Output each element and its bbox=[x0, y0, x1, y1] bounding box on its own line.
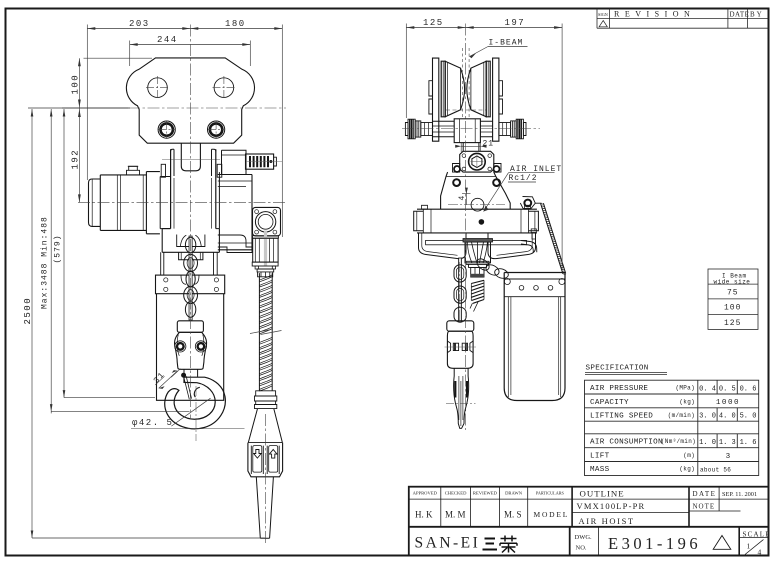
svg-text:1000: 1000 bbox=[716, 399, 740, 407]
svg-text:4: 4 bbox=[758, 548, 762, 557]
svg-text:M. S: M. S bbox=[504, 510, 522, 520]
svg-text:BY: BY bbox=[750, 10, 764, 18]
svg-text:DRAWN: DRAWN bbox=[505, 491, 523, 496]
svg-text:AIR PRESSURE: AIR PRESSURE bbox=[590, 385, 648, 393]
svg-text:203: 203 bbox=[129, 19, 150, 29]
svg-text:100: 100 bbox=[724, 304, 741, 313]
svg-text:244: 244 bbox=[157, 35, 178, 45]
svg-text:MASS: MASS bbox=[590, 466, 610, 474]
svg-text:AIR INLET: AIR INLET bbox=[510, 165, 562, 174]
svg-text:PARTICULARS: PARTICULARS bbox=[536, 491, 565, 496]
svg-text:3. 0: 3. 0 bbox=[699, 413, 716, 421]
svg-text:DATE: DATE bbox=[693, 490, 717, 498]
svg-text:DATE: DATE bbox=[730, 10, 750, 18]
svg-text:CHECKED: CHECKED bbox=[445, 491, 467, 496]
svg-text:wide size: wide size bbox=[714, 278, 751, 285]
svg-text:3: 3 bbox=[726, 453, 731, 461]
svg-text:about 56: about 56 bbox=[700, 467, 731, 474]
svg-text:AIR HOIST: AIR HOIST bbox=[579, 516, 635, 526]
svg-text:1. 6: 1. 6 bbox=[740, 439, 757, 447]
svg-text:H. K: H. K bbox=[415, 510, 433, 520]
svg-text:0. 6: 0. 6 bbox=[740, 385, 757, 393]
svg-text:SEP. 11. 2001: SEP. 11. 2001 bbox=[722, 491, 757, 498]
svg-text:MODEL: MODEL bbox=[534, 510, 570, 519]
svg-text:125: 125 bbox=[423, 18, 444, 28]
svg-text:AIR CONSUMPTION: AIR CONSUMPTION bbox=[590, 439, 663, 447]
svg-text:0. 4: 0. 4 bbox=[699, 385, 716, 393]
svg-text:APPROVED: APPROVED bbox=[413, 491, 438, 496]
svg-text:VMX100LP-PR: VMX100LP-PR bbox=[577, 501, 646, 511]
svg-text:(kg): (kg) bbox=[679, 466, 695, 473]
svg-text:OUTLINE: OUTLINE bbox=[580, 489, 625, 499]
svg-text:φ42. 5: φ42. 5 bbox=[132, 418, 173, 428]
svg-text:125: 125 bbox=[724, 319, 741, 328]
svg-text:M. M: M. M bbox=[445, 510, 466, 520]
svg-text:1. 0: 1. 0 bbox=[699, 439, 716, 447]
svg-text:(kg): (kg) bbox=[679, 398, 695, 405]
svg-text:(m): (m) bbox=[683, 452, 695, 459]
svg-text:NOTE: NOTE bbox=[693, 502, 716, 510]
svg-text:(MPa): (MPa) bbox=[675, 385, 695, 392]
svg-text:75: 75 bbox=[727, 289, 739, 298]
svg-text:LIFT: LIFT bbox=[590, 453, 610, 461]
svg-text:(m/min): (m/min) bbox=[668, 412, 695, 419]
svg-text:5. 0: 5. 0 bbox=[740, 413, 757, 421]
svg-text:(579): (579) bbox=[54, 234, 63, 263]
svg-text:1. 3: 1. 3 bbox=[719, 439, 736, 447]
svg-text:4: 4 bbox=[458, 195, 467, 201]
svg-text:0. 5: 0. 5 bbox=[719, 385, 736, 393]
svg-text:SCALE: SCALE bbox=[743, 531, 771, 539]
svg-text:Max:3488 Min:488: Max:3488 Min:488 bbox=[41, 216, 50, 309]
svg-text:21: 21 bbox=[483, 140, 495, 149]
svg-text:SPECIFICATION: SPECIFICATION bbox=[586, 365, 649, 373]
svg-text:SIGN: SIGN bbox=[598, 12, 608, 17]
svg-text:4. 0: 4. 0 bbox=[719, 413, 736, 421]
svg-text:E301-196: E301-196 bbox=[608, 534, 701, 553]
svg-text:LIFTING SPEED: LIFTING SPEED bbox=[590, 412, 653, 420]
svg-text:(Nm³/min): (Nm³/min) bbox=[661, 438, 696, 445]
svg-text:197: 197 bbox=[505, 18, 526, 28]
svg-text:180: 180 bbox=[225, 19, 246, 29]
svg-text:100: 100 bbox=[71, 74, 81, 95]
svg-text:I Beam: I Beam bbox=[722, 273, 747, 280]
svg-text:I-BEAM: I-BEAM bbox=[489, 39, 524, 48]
svg-text:NO.: NO. bbox=[576, 545, 587, 552]
svg-text:1: 1 bbox=[747, 542, 751, 551]
svg-text:REVIEWED: REVIEWED bbox=[473, 491, 498, 496]
svg-text:SAN-EI: SAN-EI bbox=[415, 535, 481, 552]
svg-text:Rc1/2: Rc1/2 bbox=[509, 174, 538, 183]
svg-text:DWG.: DWG. bbox=[575, 534, 593, 541]
svg-text:CAPACITY: CAPACITY bbox=[590, 399, 629, 407]
svg-text:REVISION: REVISION bbox=[614, 10, 695, 19]
svg-text:192: 192 bbox=[71, 149, 81, 170]
svg-text:2500: 2500 bbox=[23, 297, 33, 325]
